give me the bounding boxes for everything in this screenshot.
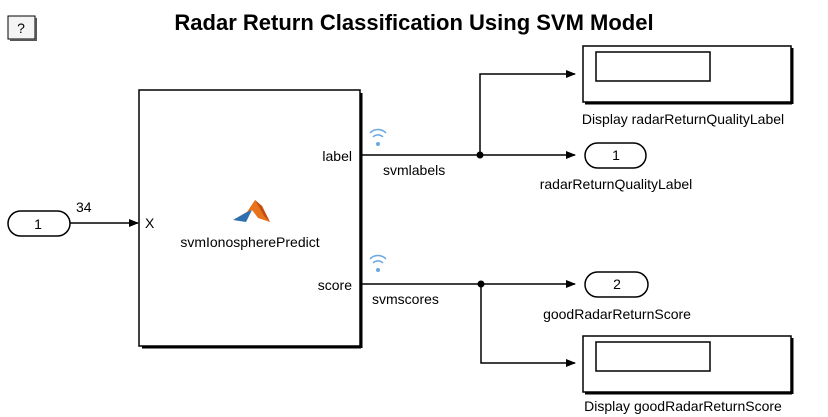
- inport-number: 1: [34, 216, 42, 232]
- outport-name: radarReturnQualityLabel: [540, 176, 693, 192]
- svmlabels-signal-label: svmlabels: [383, 162, 445, 178]
- help-button-label: ?: [17, 20, 25, 36]
- outport-name: goodRadarReturnScore: [543, 306, 691, 322]
- svmscores-signal-label: svmscores: [372, 291, 439, 307]
- inport-block[interactable]: 1: [7, 210, 71, 237]
- diagram-title: Radar Return Classification Using SVM Mo…: [174, 10, 653, 35]
- display-block[interactable]: [582, 335, 794, 395]
- outport-number: 2: [613, 276, 621, 292]
- display-block[interactable]: [582, 45, 794, 105]
- signal-width-label: 34: [76, 199, 92, 215]
- matlab-logo-icon: [233, 200, 270, 222]
- label-port-label: label: [322, 148, 352, 164]
- score-port-label: score: [318, 277, 352, 293]
- display-block-name: Display radarReturnQualityLabel: [582, 111, 784, 127]
- matlab-function-block[interactable]: [138, 89, 363, 349]
- outport-block[interactable]: 2: [584, 271, 649, 298]
- signal-logging-icon[interactable]: [369, 254, 387, 272]
- function-block-name: svmIonospherePredict: [180, 234, 319, 250]
- svmlabels-signal-line[interactable]: [361, 70, 576, 159]
- input-port-label: X: [145, 215, 155, 231]
- outport-block[interactable]: 1: [584, 142, 647, 169]
- signal-logging-icon[interactable]: [369, 128, 387, 146]
- help-button[interactable]: ?: [7, 15, 37, 41]
- display-block-name: Display goodRadarReturnScore: [584, 398, 782, 414]
- svmscores-signal-line[interactable]: [361, 280, 576, 367]
- outport-number: 1: [612, 147, 620, 163]
